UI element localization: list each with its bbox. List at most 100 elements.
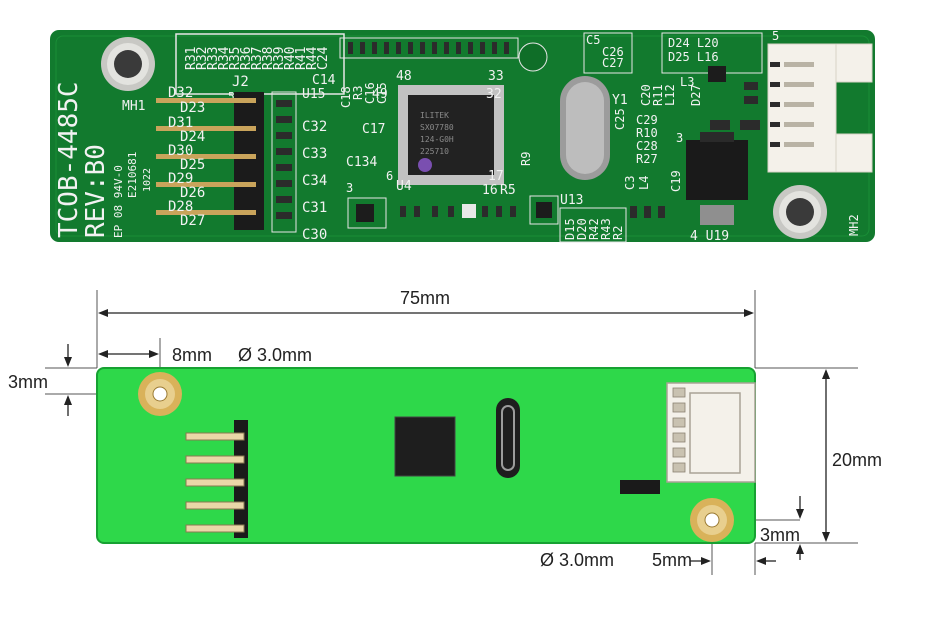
c20-label: C20 [639, 84, 653, 106]
j2-pin-header [156, 92, 264, 230]
c19-label: C19 [669, 170, 683, 192]
c3-label: C3 [623, 176, 637, 190]
u19-pin3-label: 3 [676, 131, 683, 145]
mounting-hole-mh2 [773, 185, 827, 239]
c26-label: C26 [602, 45, 624, 59]
d15-group: D15 D20 R42 R43 R2 [563, 218, 625, 240]
l3-label: L3 [680, 75, 694, 89]
c27-label: C27 [602, 56, 624, 70]
rc-c16: C16 [363, 82, 377, 104]
r5-label: R5 [500, 183, 516, 198]
ref-r40: R40 [283, 47, 298, 70]
svg-text:SX07780: SX07780 [420, 123, 454, 132]
drawing-main-chip [394, 416, 456, 477]
cap-c32: C32 [302, 119, 327, 135]
svg-text:ILITEK: ILITEK [420, 111, 449, 120]
diode-d32: D32 [168, 85, 193, 101]
cap-c31: C31 [302, 200, 327, 216]
diode-d23: D23 [180, 100, 205, 116]
r11-label: R11 [651, 84, 665, 106]
connector-pin5-label: 5 [772, 29, 779, 43]
pin48-label: 48 [396, 69, 412, 84]
d15-label: D15 [563, 218, 577, 240]
dim-hole2-diameter: Ø 3.0mm [540, 550, 614, 570]
drawing-hole-right [690, 498, 734, 542]
ref-r32: R32 [195, 47, 210, 70]
pin32-label: 32 [486, 87, 502, 102]
main-qfp-chip: ILITEK SX07780 124-G0H 225710 [398, 85, 504, 185]
d20-label: D20 [575, 218, 589, 240]
cap-c30: C30 [302, 227, 327, 243]
r10-label: R10 [636, 126, 658, 140]
diode-d24: D24 [180, 129, 205, 145]
c28-label: C28 [636, 139, 658, 153]
ref-r35: R35 [228, 47, 243, 70]
dim-hole2-offset-x: 5mm [652, 550, 692, 570]
l4-label: L4 [637, 176, 651, 190]
drawing-crystal [496, 398, 520, 478]
diode-d31: D31 [168, 115, 193, 131]
dim-hole-diameter: Ø 3.0mm [238, 345, 312, 365]
diode-d28: D28 [168, 199, 193, 215]
regulator-u19 [686, 132, 748, 225]
side-connector [767, 43, 873, 173]
dimension-drawing: 75mm 8mm Ø 3.0mm 3mm 20mm 3mm Ø 3.0mm 5m… [8, 288, 882, 575]
dim-height: 20mm [832, 450, 882, 470]
drawing-pin-header [185, 420, 248, 538]
ref-r38: R38 [261, 47, 276, 70]
rc-small-labels: C18 R3 C16 C15 [339, 82, 389, 108]
l12-label: L12 [663, 84, 677, 106]
j2-label: J2 [232, 74, 249, 90]
r2-label: R2 [611, 226, 625, 240]
mh2-label: MH2 [847, 214, 861, 236]
board-name-label: TCOB-4485C [54, 81, 84, 238]
rc-c18: C18 [339, 86, 353, 108]
ref-r39: R39 [272, 47, 287, 70]
diode-labels: D32 D23 D31 D24 D30 D25 D29 D26 D28 D27 [168, 85, 205, 229]
pcb-photo: TCOB-4485C REV:B0 EP 08 94V-0 E210681 10… [50, 29, 875, 244]
diode-d29: D29 [168, 171, 193, 187]
ref-r37: R37 [250, 47, 265, 70]
rc-c15: C15 [375, 82, 389, 104]
small3-label: 3 [346, 181, 353, 195]
c5-group: C5 C26 C27 [586, 33, 624, 70]
pin17-label: 17 [488, 169, 504, 184]
dim-hole-offset-x: 8mm [172, 345, 212, 365]
c134-label: C134 [346, 155, 377, 170]
u13-label: U13 [560, 193, 583, 208]
u15-label: U15 [302, 87, 325, 102]
ref-r44: R44 [305, 46, 320, 70]
diode-d27: D27 [180, 213, 205, 229]
ref-c24: C24 [316, 46, 331, 70]
u19-label: 4 U19 [690, 229, 729, 244]
ref-r31: R31 [184, 47, 199, 70]
drawing-side-connector [666, 382, 756, 483]
svg-text:124-G0H: 124-G0H [420, 135, 454, 144]
ref-r34: R34 [217, 46, 232, 70]
y1-label: Y1 [612, 93, 628, 108]
drawing-hole-left [138, 372, 182, 416]
drawing-small-part [620, 480, 660, 494]
c17-label: C17 [362, 122, 385, 137]
pin33-label: 33 [488, 69, 504, 84]
r43-label: R43 [599, 218, 613, 240]
r27-label: R27 [636, 152, 658, 166]
diode-d25: D25 [180, 157, 205, 173]
date-code-label: 1022 [142, 168, 153, 192]
u4-label: U4 [396, 179, 412, 194]
c29-label: C29 [636, 113, 658, 127]
rc-r3: R3 [351, 86, 365, 100]
crystal-y1 [560, 76, 610, 180]
d25-row-label: D25 L16 [668, 50, 719, 64]
dim-hole-offset-y: 3mm [8, 372, 48, 392]
c14-label: C14 [312, 73, 336, 88]
svg-text:225710: 225710 [420, 147, 449, 156]
revision-label: REV:B0 [81, 144, 111, 238]
pin16-label: 16 [482, 183, 498, 198]
u4-pin-label: 6 [386, 169, 393, 183]
mounting-hole-mh1 [101, 37, 155, 91]
c25-label: C25 [613, 108, 627, 130]
r9-label: R9 [519, 152, 533, 166]
d27-label: D27 [689, 84, 703, 106]
